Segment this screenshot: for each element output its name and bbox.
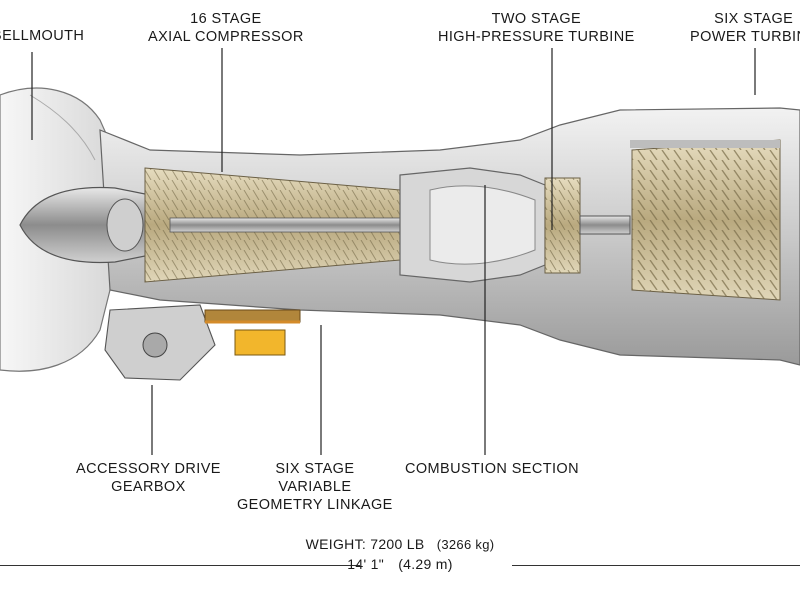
label-bellmouth: BELLMOUTH [0,28,85,44]
hp-turbine-rotor [544,177,581,274]
label-hp-turbine: TWO STAGE HIGH-PRESSURE TURBINE [438,11,635,45]
length-metric: (4.29 m) [398,556,453,572]
variable-geometry-linkage [204,309,301,356]
power-turbine-rotor [630,139,781,301]
weight-spec: WEIGHT: 7200 LB (3266 kg) [0,536,800,552]
length-spec: 14' 1" (4.29 m) [0,556,800,572]
label-accessory-gearbox: ACCESSORY DRIVE GEARBOX [76,461,221,495]
length-imperial: 14' 1" [347,556,384,572]
label-axial-compressor: 16 STAGE AXIAL COMPRESSOR [148,11,304,45]
weight-metric: (3266 kg) [436,537,495,552]
length-dimension-line-left [0,565,360,566]
shaft [579,215,631,235]
label-variable-geometry-linkage: SIX STAGE VARIABLE GEOMETRY LINKAGE [237,461,393,513]
combustion-section [399,167,546,283]
compressor-rotor [144,167,401,283]
label-power-turbine: SIX STAGE POWER TURBINE [690,11,800,45]
accessory-gearbox [104,304,216,381]
length-dimension-line-right [512,565,800,566]
inlet-nose-cone [19,186,151,264]
label-combustion-section: COMBUSTION SECTION [405,461,579,477]
leader-lines [31,48,756,455]
weight-imperial: WEIGHT: 7200 LB [305,536,425,552]
